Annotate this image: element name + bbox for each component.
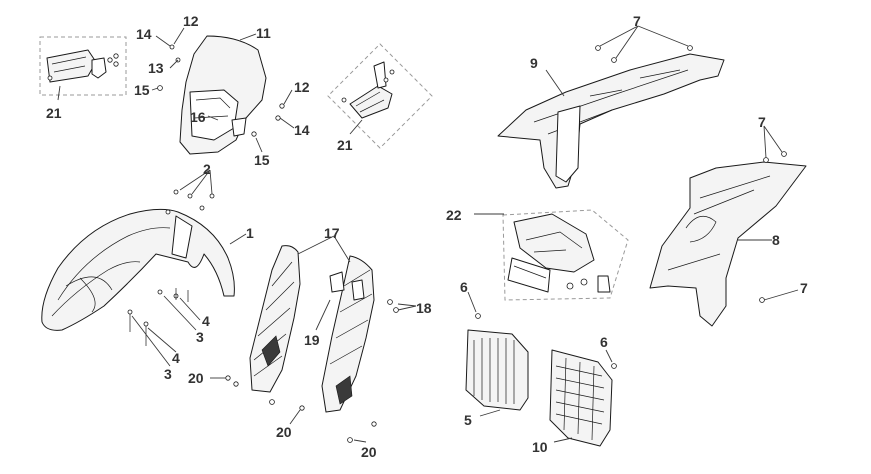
callout-7: 7: [758, 114, 766, 130]
callout-7: 7: [800, 280, 808, 296]
callout-4: 4: [202, 313, 210, 329]
callout-10: 10: [532, 439, 548, 455]
callout-15: 15: [254, 152, 270, 168]
callout-21: 21: [46, 105, 62, 121]
callout-19: 19: [304, 332, 320, 348]
callout-6: 6: [600, 334, 608, 350]
callout-3: 3: [164, 366, 172, 382]
callout-11: 11: [256, 25, 271, 41]
callout-15: 15: [134, 82, 150, 98]
callout-5: 5: [464, 412, 472, 428]
fork-guard-left: [249, 245, 301, 393]
radiator-louver-left: [465, 313, 529, 411]
callout-20: 20: [361, 444, 377, 460]
callout-21: 21: [337, 137, 353, 153]
callout-2: 2: [203, 161, 211, 177]
callout-6: 6: [460, 279, 468, 295]
callout-4: 4: [172, 350, 180, 366]
callout-3: 3: [196, 329, 204, 345]
callout-13: 13: [148, 60, 164, 76]
hand-guard-left: [46, 49, 119, 83]
radiator-shroud-upper: [497, 45, 725, 189]
leader-lines: [57, 25, 799, 443]
callout-17: 17: [324, 225, 340, 241]
kit-box-21-right: [327, 43, 433, 149]
callout-9: 9: [530, 55, 538, 71]
callout-14: 14: [136, 26, 152, 42]
callout-20: 20: [276, 424, 292, 440]
callout-12: 12: [294, 79, 310, 95]
callout-22: 22: [446, 207, 462, 223]
callout-16: 16: [190, 109, 206, 125]
radiator-shroud-side: [649, 151, 807, 327]
callout-1: 1: [246, 225, 254, 241]
callout-12: 12: [183, 13, 199, 29]
hand-guard-right: [341, 61, 395, 119]
kit-box-22: [502, 209, 629, 301]
callout-8: 8: [772, 232, 780, 248]
fork-guard-right: [225, 255, 399, 443]
callout-7: 7: [633, 13, 641, 29]
radiator-louver-right: [549, 349, 617, 447]
callout-18: 18: [416, 300, 432, 316]
callout-14: 14: [294, 122, 310, 138]
headlight-mask: [157, 35, 285, 155]
kit-box-21-left: [39, 36, 127, 96]
skid-plate-kit: [507, 213, 611, 293]
callout-20: 20: [188, 370, 204, 386]
